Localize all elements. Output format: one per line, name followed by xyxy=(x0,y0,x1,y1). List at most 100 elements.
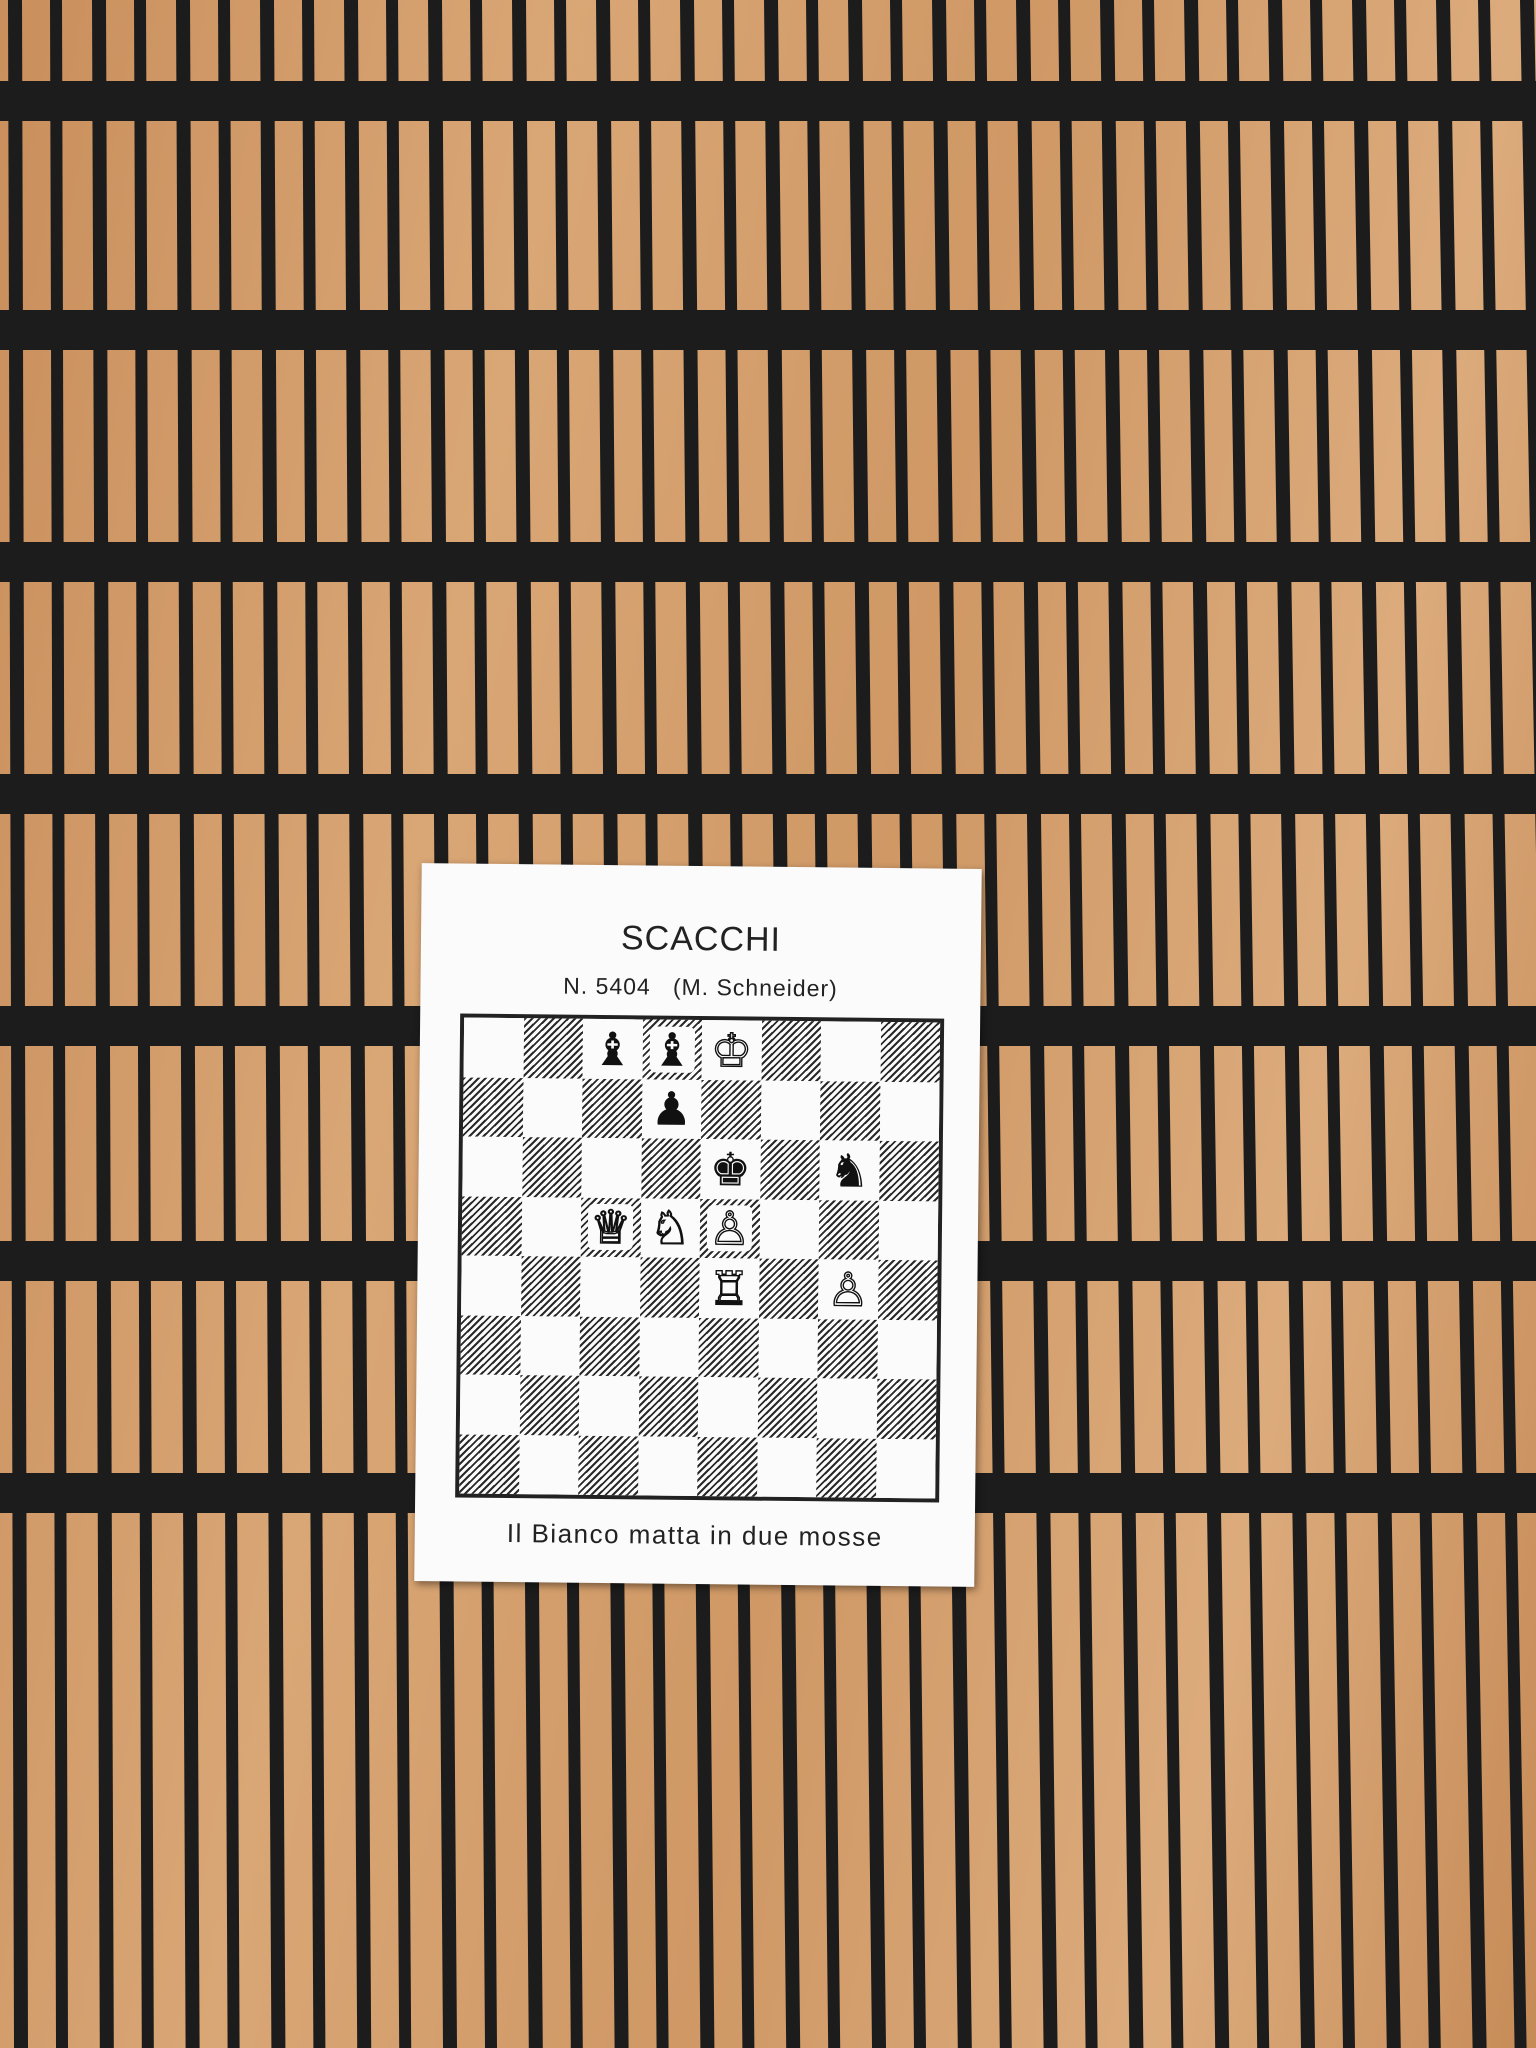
square-g6: ♞ xyxy=(819,1140,880,1201)
grate-bar xyxy=(134,0,154,2048)
square-e4: ♖ xyxy=(699,1258,760,1319)
square-f5 xyxy=(759,1199,820,1260)
square-e5: ♙ xyxy=(699,1198,760,1259)
square-e7 xyxy=(700,1079,762,1140)
grate-bar xyxy=(1436,0,1487,2048)
square-f3 xyxy=(757,1318,819,1379)
black-knight-icon: ♞ xyxy=(828,1143,871,1198)
square-c3 xyxy=(579,1316,640,1377)
square-c8: ♝ xyxy=(582,1018,643,1079)
white-pawn-icon: ♙ xyxy=(826,1261,869,1317)
puzzle-caption: Il Bianco matta in due mosse xyxy=(506,1518,883,1552)
square-f1 xyxy=(756,1437,817,1498)
white-pawn-icon: ♙ xyxy=(706,1201,753,1256)
square-c5: ♕ xyxy=(580,1197,641,1258)
square-g3 xyxy=(817,1318,878,1379)
square-b3 xyxy=(519,1315,581,1376)
grate-bar xyxy=(1142,0,1184,2048)
grate-bar xyxy=(92,0,114,2048)
grate-bar xyxy=(1268,0,1315,2048)
square-f7 xyxy=(760,1080,821,1141)
square-g8 xyxy=(820,1021,881,1082)
white-knight-icon: ♘ xyxy=(649,1200,692,1256)
square-d7: ♟ xyxy=(641,1078,702,1140)
grate-bar xyxy=(218,0,240,2048)
square-a5 xyxy=(461,1196,522,1257)
grate-bar xyxy=(974,0,1012,2048)
square-h2 xyxy=(876,1378,937,1440)
grate-bar xyxy=(386,0,412,2048)
black-bishop-icon: ♝ xyxy=(649,1022,695,1077)
square-b1 xyxy=(518,1434,579,1495)
square-h7 xyxy=(879,1081,940,1142)
square-c4 xyxy=(580,1256,641,1317)
square-g7 xyxy=(819,1080,881,1141)
chess-puzzle-card: SCACCHI N. 5404 (M. Schneider) ♝ ♝ ♔ ♟ ♚ ♞ ♕ ♘ ♙… xyxy=(414,863,982,1587)
white-rook-icon: ♖ xyxy=(707,1260,750,1316)
square-d6 xyxy=(640,1138,701,1199)
square-d4 xyxy=(639,1257,700,1318)
square-d8: ♝ xyxy=(642,1019,703,1080)
square-e3 xyxy=(698,1317,759,1378)
grate-bar xyxy=(1226,0,1270,2048)
square-b5 xyxy=(521,1196,582,1257)
square-h4 xyxy=(877,1259,938,1321)
square-f6 xyxy=(759,1139,820,1200)
square-h8 xyxy=(880,1021,941,1083)
grate-bar xyxy=(8,0,28,2048)
grate-bar xyxy=(1352,0,1401,2048)
grate-bar xyxy=(50,0,68,2048)
square-g1 xyxy=(816,1437,877,1498)
black-bishop-icon: ♝ xyxy=(591,1021,634,1077)
square-a6 xyxy=(462,1136,523,1197)
square-f8 xyxy=(761,1020,822,1081)
square-e8: ♔ xyxy=(701,1020,762,1081)
grate-bar xyxy=(1016,0,1058,2048)
square-d1 xyxy=(637,1435,698,1497)
square-c2 xyxy=(578,1375,639,1436)
grate-bar xyxy=(260,0,286,2048)
grate-bar xyxy=(1058,0,1098,2048)
grate-bar xyxy=(1310,0,1355,2048)
square-a8 xyxy=(463,1017,524,1078)
grate-bar xyxy=(176,0,200,2048)
grate-bar xyxy=(302,0,326,2048)
square-a2 xyxy=(459,1374,520,1435)
square-a3 xyxy=(460,1315,521,1376)
square-b8 xyxy=(523,1018,584,1079)
square-a7 xyxy=(462,1077,524,1138)
puzzle-title: SCACCHI xyxy=(620,919,782,959)
black-king-icon: ♚ xyxy=(709,1141,752,1197)
grate-bar xyxy=(1520,0,1536,854)
square-d3 xyxy=(638,1316,700,1378)
square-c1 xyxy=(578,1435,639,1496)
square-a4 xyxy=(461,1255,522,1316)
square-b7 xyxy=(522,1077,583,1138)
square-c7 xyxy=(581,1078,643,1139)
square-h3 xyxy=(876,1319,938,1380)
square-f4 xyxy=(758,1258,819,1319)
grate-bar xyxy=(1394,0,1441,2048)
square-h6 xyxy=(878,1140,939,1202)
square-g4: ♙ xyxy=(818,1259,879,1320)
square-f2 xyxy=(757,1377,818,1438)
square-g5 xyxy=(818,1199,879,1260)
puzzle-number-author: N. 5404 (M. Schneider) xyxy=(563,972,838,1002)
square-b6 xyxy=(521,1137,582,1198)
square-e2 xyxy=(697,1377,758,1438)
grate-bar xyxy=(344,0,372,2048)
square-g2 xyxy=(816,1378,877,1439)
square-b2 xyxy=(519,1375,580,1436)
white-queen-icon: ♕ xyxy=(587,1199,634,1255)
square-c6 xyxy=(581,1137,642,1198)
square-a1 xyxy=(459,1434,520,1495)
chess-board-diagram: ♝♝♔♟♚♞♕♘♙♖♙ xyxy=(455,1013,945,1503)
square-h5 xyxy=(878,1200,939,1261)
grate-bar xyxy=(1184,0,1230,2048)
grate-bar xyxy=(1478,0,1527,2048)
white-king-icon: ♔ xyxy=(710,1022,753,1078)
square-d5: ♘ xyxy=(640,1197,701,1259)
black-pawn-icon: ♟ xyxy=(650,1081,693,1137)
square-d2 xyxy=(638,1376,699,1437)
